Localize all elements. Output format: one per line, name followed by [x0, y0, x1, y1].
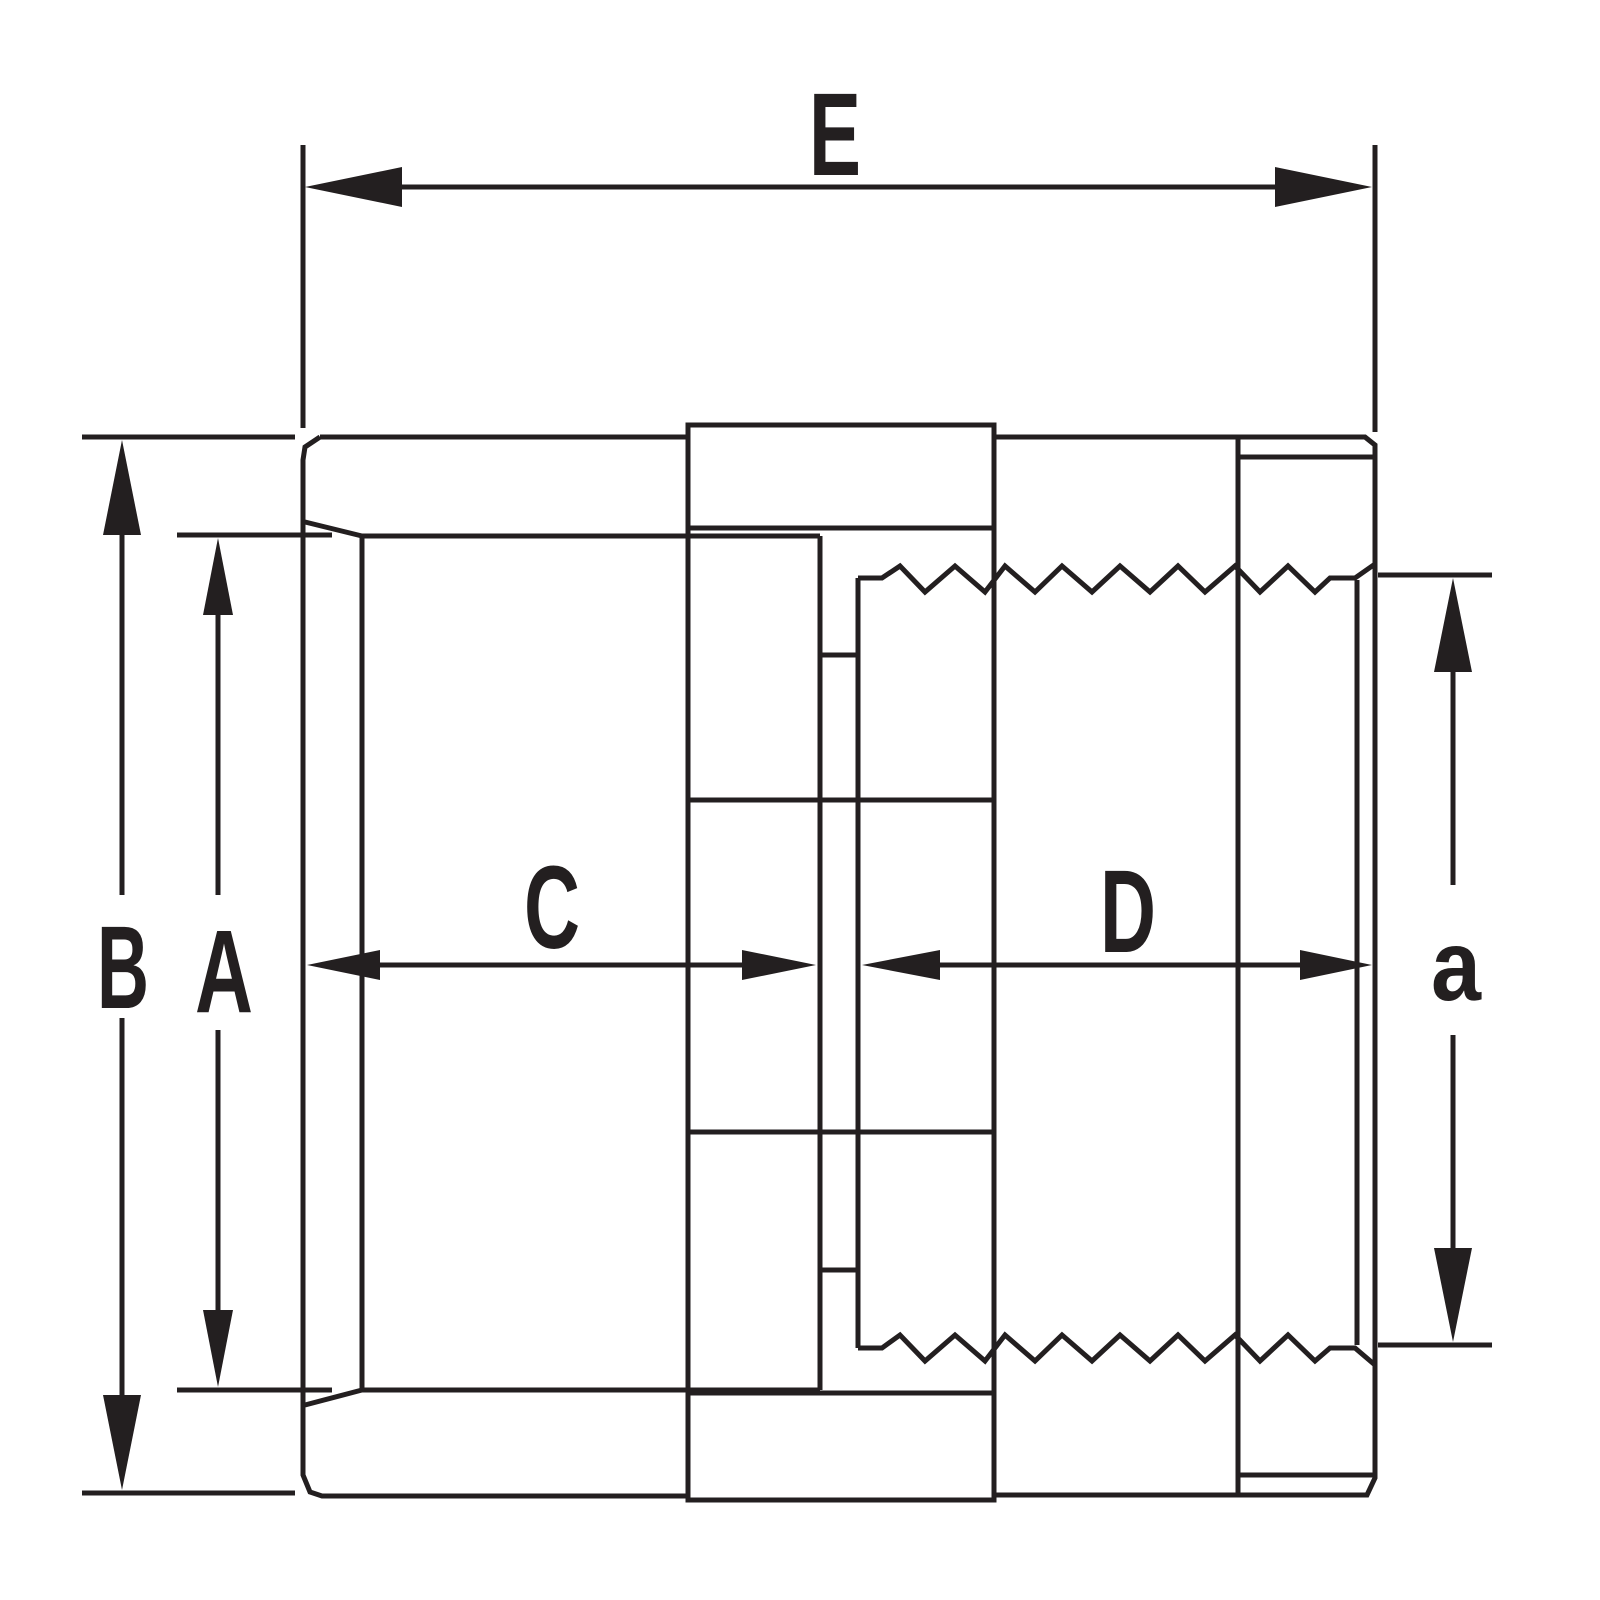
label-thread-a: a: [1431, 910, 1482, 1022]
label-c: C: [524, 842, 580, 974]
arrowhead-right: [1275, 167, 1372, 207]
label-a: A: [195, 906, 253, 1038]
thread-top: [858, 561, 1377, 596]
label-b: B: [97, 902, 149, 1034]
dimension-a: A: [177, 532, 332, 1393]
thread-bottom: [858, 1331, 1377, 1367]
label-e: E: [809, 69, 861, 201]
left-outer-wall: [300, 434, 688, 1499]
arrowhead-left: [305, 167, 402, 207]
label-d: D: [1100, 846, 1156, 978]
dimension-b: B: [82, 434, 295, 1496]
dimension-d: D: [862, 846, 1372, 980]
dimension-thread-a: a: [1378, 572, 1492, 1348]
dimension-c: C: [307, 842, 816, 980]
dimension-e: E: [300, 69, 1378, 432]
right-outer-wall: [994, 434, 1378, 1498]
